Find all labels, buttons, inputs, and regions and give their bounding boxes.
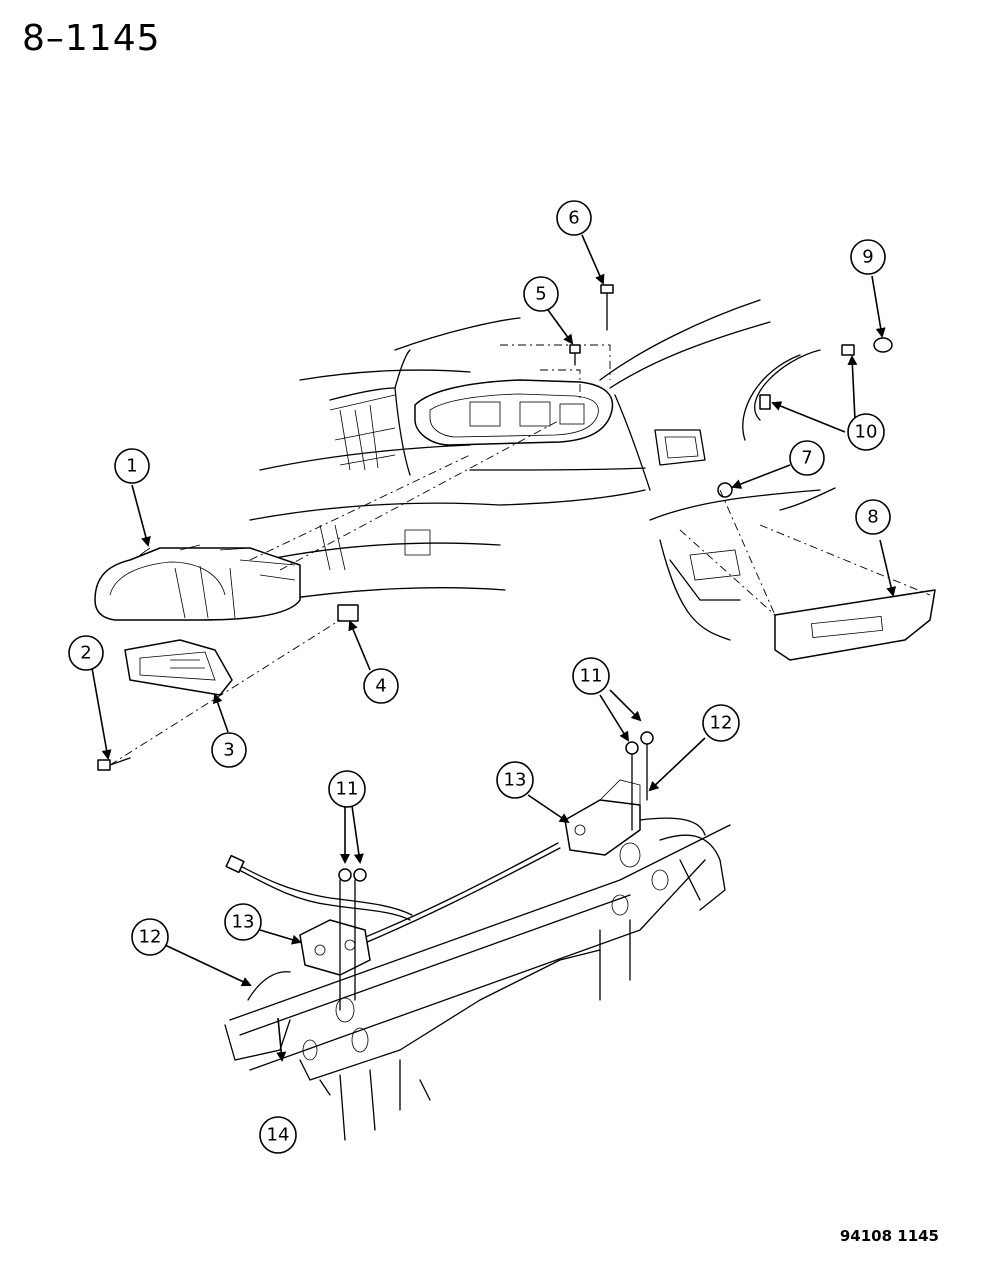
callout-c5: 5 [523, 276, 559, 312]
svg-text:10: 10 [855, 422, 878, 443]
bolt-6 [600, 284, 614, 331]
push-nut-9 [873, 337, 893, 353]
callout-c11-upper: 11 [572, 657, 610, 695]
callout-c3: 3 [211, 732, 247, 768]
page-title: 8–1145 [22, 18, 161, 59]
callout-c12-lower: 12 [131, 918, 169, 956]
callout-c11-lower: 11 [328, 770, 366, 808]
callout-c7: 7 [789, 440, 825, 476]
bolts-11-upper [625, 731, 654, 831]
vehicle-front-body [249, 299, 836, 641]
svg-text:5: 5 [535, 284, 546, 305]
callout-c6: 6 [556, 200, 592, 236]
hood-release-cable [225, 842, 561, 1001]
screw-2 [97, 757, 131, 771]
callout-c13-upper: 13 [496, 761, 534, 799]
callout-c2: 2 [68, 635, 104, 671]
callout-leaders [91, 234, 897, 1062]
callout-c9: 9 [850, 239, 886, 275]
callout-c13-lower: 13 [224, 903, 262, 941]
svg-text:14: 14 [267, 1125, 290, 1146]
radiator-support [224, 817, 731, 1141]
reference-code: 94108 1145 [839, 1227, 939, 1245]
callout-c14: 14 [259, 1116, 297, 1154]
svg-text:12: 12 [139, 927, 162, 948]
svg-text:8: 8 [867, 507, 878, 528]
retainer-clip [337, 604, 359, 622]
callout-c1: 1 [114, 448, 150, 484]
alignment-lines [109, 344, 931, 766]
svg-text:12: 12 [710, 713, 733, 734]
callout-c10: 10 [847, 413, 885, 451]
screw-5 [569, 344, 581, 366]
headlamp-assembly [94, 544, 301, 621]
latch-assembly-lower [299, 919, 371, 976]
callout-c4: 4 [363, 668, 399, 704]
callout-c12-upper: 12 [702, 704, 740, 742]
bolts-11-lower [338, 868, 367, 1011]
svg-text:2: 2 [80, 643, 91, 664]
svg-text:11: 11 [580, 666, 603, 687]
svg-text:4: 4 [375, 676, 386, 697]
svg-text:11: 11 [336, 779, 359, 800]
side-marker-lamp [124, 639, 233, 696]
svg-text:13: 13 [232, 912, 255, 933]
latch-assembly-upper [564, 779, 641, 856]
svg-text:13: 13 [504, 770, 527, 791]
svg-text:7: 7 [801, 448, 812, 469]
svg-text:6: 6 [568, 208, 579, 229]
svg-text:3: 3 [223, 740, 234, 761]
fender-trim-panel [774, 589, 936, 661]
svg-text:1: 1 [126, 456, 137, 477]
svg-text:9: 9 [862, 247, 873, 268]
callout-c8: 8 [855, 499, 891, 535]
clip-10 [759, 344, 855, 410]
